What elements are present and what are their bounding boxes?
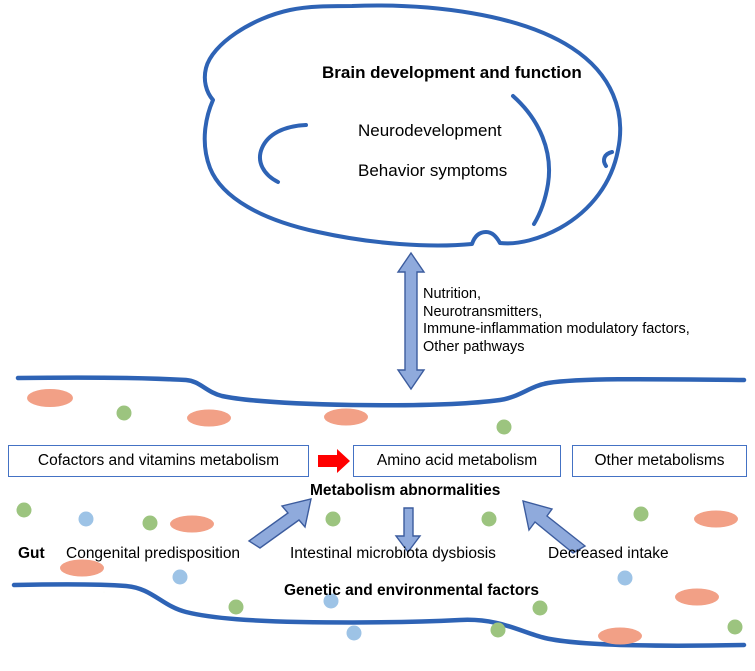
red-arrow-shape [318,449,350,473]
brain-title: Brain development and function [322,63,582,82]
blue-particle [78,511,94,527]
salmon-particle [60,559,104,577]
gut-wall-lower [11,582,747,648]
pathways-text: Nutrition, Neurotransmitters, Immune-inf… [423,286,690,356]
brain-neurodevelopment-label: Neurodevelopment [358,121,502,140]
green-particle [490,622,506,638]
pathway-line-immune-inflammation: Immune-inflammation modulatory factors, [423,321,690,337]
box-amino-acid-metabolism[interactable]: Amino acid metabolism [353,445,561,477]
pathway-line-nutrition: Nutrition, [423,286,482,302]
bidirectional-arrow [396,251,426,391]
salmon-particle [170,515,214,533]
green-particles [16,405,743,638]
brain-cortex-path [202,3,623,248]
metabolism-box-row: Cofactors and vitamins metabolism Amino … [0,445,755,479]
green-particle [532,600,548,616]
arrow-microbiota-to-abnormalities [394,507,422,554]
arrow-intake-to-abnormalities [522,500,587,554]
factor-congenital-predisposition: Congenital predisposition [66,545,241,562]
bidirectional-arrow-shape [396,251,426,391]
blue-particle [323,593,339,609]
blue-particle [172,569,188,585]
green-particle [142,515,158,531]
green-particle [633,506,649,522]
green-particle [116,405,132,421]
factor-decreased-intake: Decreased intake [548,545,669,562]
genetic-environmental-factors-heading: Genetic and environmental factors [284,582,539,599]
salmon-particle [675,588,719,606]
brain-outline [202,3,623,248]
gut-label: Gut [18,545,45,562]
salmon-particles [27,389,738,645]
arrow-intake-shape [522,500,587,554]
arrow-congenital-to-abnormalities [247,498,312,549]
arrow-congenital-shape [247,498,312,549]
brain-behavior-symptoms-label: Behavior symptoms [358,161,508,180]
factor-intestinal-microbiota-dysbiosis: Intestinal microbiota dysbiosis [290,545,496,562]
arrow-microbiota-shape [394,507,422,554]
blue-particle [617,570,633,586]
green-particle [727,619,743,635]
green-particle [228,599,244,615]
salmon-particle [694,510,738,528]
green-particle [496,419,512,435]
brain-sulcus-left [258,123,308,184]
blue-particles [78,511,633,641]
salmon-particle [324,408,368,426]
red-arrow-cofactors-to-amino [318,449,350,473]
gut-wall-upper [15,375,747,408]
green-particle [481,511,497,527]
pathway-line-other: Other pathways [423,338,525,355]
salmon-particle [187,409,231,427]
brain-sulcus-right [511,94,551,226]
salmon-particle [27,389,73,407]
pathway-line-neurotransmitters: Neurotransmitters, [423,303,543,320]
brain-notch-right [602,150,614,168]
box-cofactors-vitamins-metabolism[interactable]: Cofactors and vitamins metabolism [8,445,309,477]
green-particle [16,502,32,518]
box-other-metabolisms[interactable]: Other metabolisms [572,445,747,477]
green-particle [325,511,341,527]
metabolism-abnormalities-heading: Metabolism abnormalities [310,482,501,499]
